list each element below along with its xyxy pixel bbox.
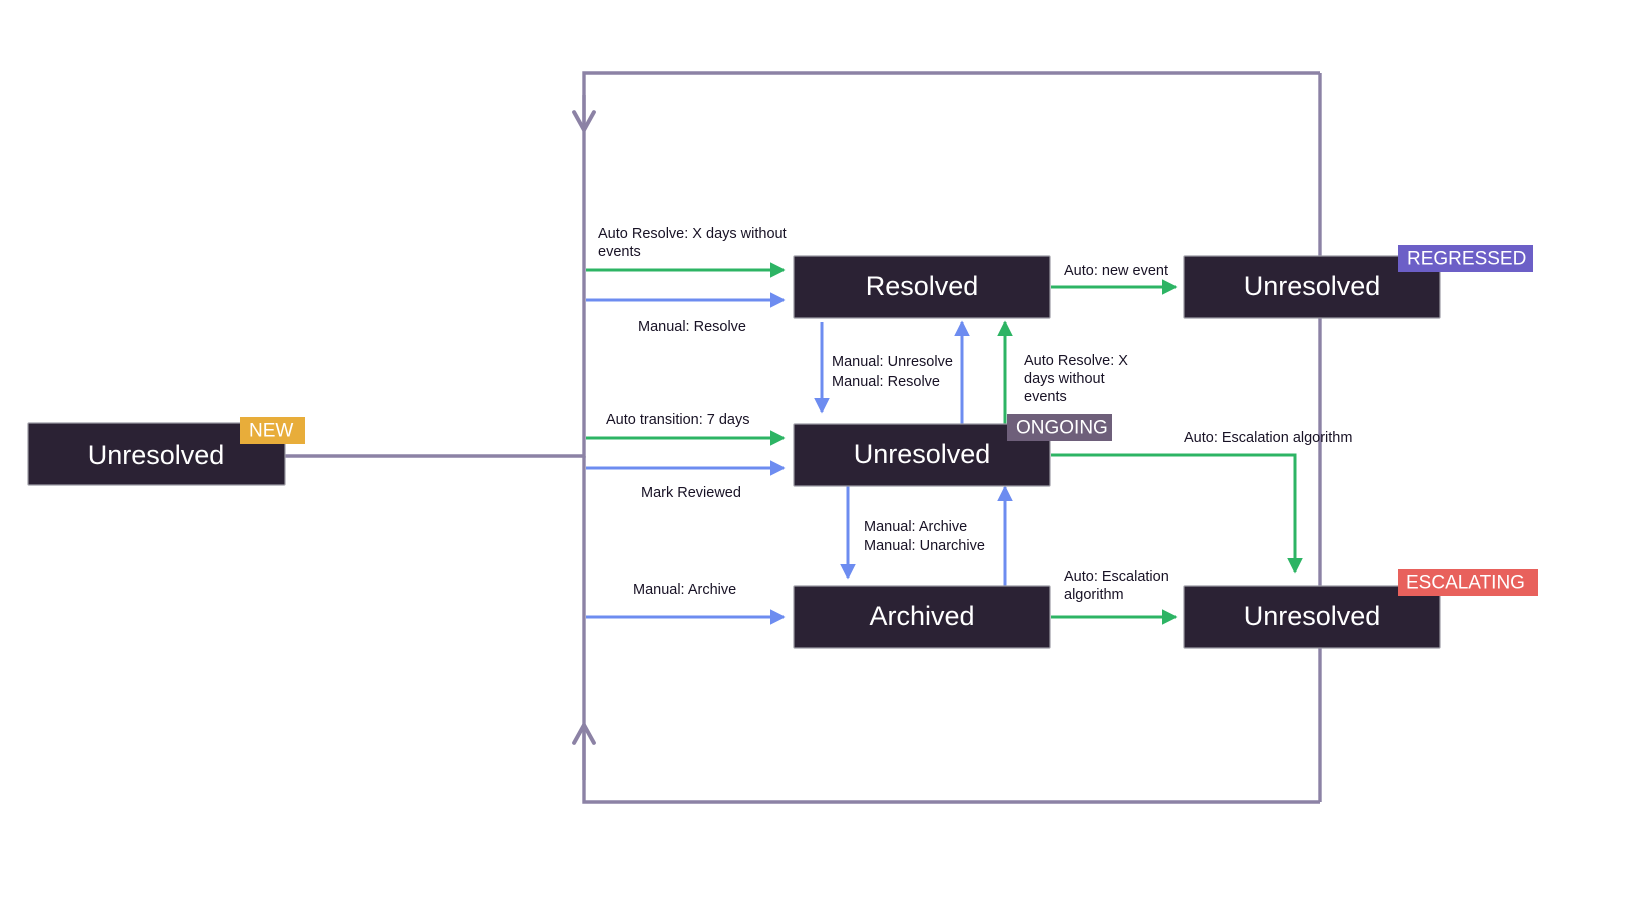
node-box-regressed-unresolved[interactable] — [1183, 255, 1441, 319]
badge-escalating: ESCALATING — [1398, 569, 1538, 596]
badge-new: NEW — [240, 417, 305, 444]
node-box-archived[interactable] — [793, 585, 1051, 649]
label-manual-resolve-mid: Manual: Resolve — [832, 374, 940, 390]
node-box-escalating-unresolved[interactable] — [1183, 585, 1441, 649]
label-auto-transition-7-days: Auto transition: 7 days — [606, 412, 749, 428]
label-auto-resolve-x-days-line1: Auto Resolve: X days without — [598, 226, 787, 242]
label-auto-resolve-up-line1: Auto Resolve: X — [1024, 353, 1128, 369]
node-box-new-unresolved[interactable] — [27, 422, 286, 486]
badge-new-label: NEW — [249, 421, 293, 442]
label-auto-escalation-bottom-line2: algorithm — [1064, 587, 1124, 603]
node-regressed-unresolved[interactable]: Unresolved — [1183, 255, 1441, 319]
badge-escalating-background — [1398, 569, 1538, 596]
node-label-escalating-unresolved: Unresolved — [1244, 601, 1381, 631]
badge-ongoing-background — [1007, 414, 1112, 441]
edge-labels: Auto Resolve: X days without events Manu… — [598, 226, 1352, 603]
label-auto-resolve-x-days-line2: events — [598, 244, 641, 260]
label-auto-resolve-up-line3: events — [1024, 389, 1067, 405]
badge-escalating-label: ESCALATING — [1406, 573, 1525, 594]
edge-auto-escalation-ongoing — [1051, 453, 1303, 574]
node-archived[interactable]: Archived — [793, 585, 1051, 649]
auto-edges-green — [586, 262, 1303, 625]
flow-edge-new-to-top — [285, 71, 1320, 458]
label-auto-escalation-top: Auto: Escalation algorithm — [1184, 430, 1352, 446]
badge-regressed: REGRESSED — [1398, 245, 1533, 272]
node-label-new-unresolved: Unresolved — [88, 440, 225, 470]
node-resolved[interactable]: Resolved — [793, 255, 1051, 319]
badge-new-background — [240, 417, 305, 444]
node-box-resolved[interactable] — [793, 255, 1051, 319]
label-manual-archive-bottom: Manual: Archive — [633, 582, 736, 598]
node-label-ongoing-unresolved: Unresolved — [854, 439, 991, 469]
node-escalating-unresolved[interactable]: Unresolved — [1183, 585, 1441, 649]
node-new-unresolved[interactable]: Unresolved — [27, 422, 286, 486]
flow-edge-bottom-rail — [582, 456, 1320, 804]
badge-regressed-background — [1398, 245, 1533, 272]
label-auto-new-event: Auto: new event — [1064, 263, 1168, 279]
badge-ongoing-label: ONGOING — [1016, 418, 1108, 439]
node-label-regressed-unresolved: Unresolved — [1244, 271, 1381, 301]
label-mark-reviewed: Mark Reviewed — [641, 485, 741, 501]
label-manual-archive-mid: Manual: Archive — [864, 519, 967, 535]
node-label-archived: Archived — [869, 601, 974, 631]
flow-loop-purple — [285, 71, 1322, 804]
manual-edges-blue — [586, 292, 1013, 625]
label-manual-unresolve-mid: Manual: Unresolve — [832, 354, 953, 370]
label-manual-resolve: Manual: Resolve — [638, 319, 746, 335]
label-auto-escalation-bottom-line1: Auto: Escalation — [1064, 569, 1169, 585]
badge-regressed-label: REGRESSED — [1407, 249, 1526, 270]
label-auto-resolve-up-line2: days without — [1024, 371, 1105, 387]
node-ongoing-unresolved[interactable]: Unresolved — [793, 423, 1051, 487]
badge-ongoing: ONGOING — [1007, 414, 1112, 441]
label-manual-unarchive-mid: Manual: Unarchive — [864, 538, 985, 554]
node-box-ongoing-unresolved[interactable] — [793, 423, 1051, 487]
node-label-resolved: Resolved — [866, 271, 979, 301]
